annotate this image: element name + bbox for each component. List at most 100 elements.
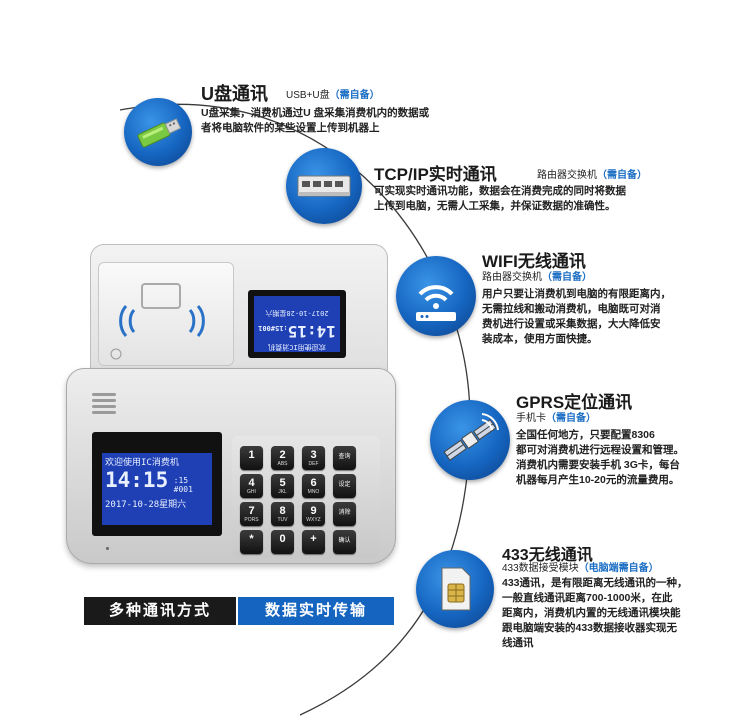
key-star[interactable]: * bbox=[240, 530, 263, 554]
feature-desc-gprs: 全国任何地方，只要配置8306 都可对消费机进行远程设置和管理。 消费机内需要安… bbox=[516, 428, 684, 488]
key-letters: MNO bbox=[307, 489, 320, 495]
key-label: 确认 bbox=[338, 538, 351, 544]
desc-line: U盘采集，消费机通过U 盘采集消费机内的数据或 bbox=[201, 107, 430, 119]
feature-desc-wifi: 用户只要让消费机到电脑的有限距离内， 无需拉线和搬动消费机，电脑既可对消 费机进… bbox=[482, 287, 671, 347]
rear-lcd-sec: :15 bbox=[275, 324, 288, 332]
satellite-icon bbox=[430, 400, 510, 480]
key-label: 查询 bbox=[338, 454, 351, 460]
key-number: 6 bbox=[310, 477, 317, 489]
key-number: 5 bbox=[279, 477, 286, 489]
key-0[interactable]: 0 bbox=[271, 530, 294, 554]
desc-line: 无需拉线和搬动消费机，电脑既可对消 bbox=[482, 303, 661, 315]
feature-subtitle-usb: USB+U盘（需自备） bbox=[286, 86, 380, 101]
key-number: 8 bbox=[279, 505, 286, 517]
rear-lcd-screen: 欢迎使用IC消费机 14:15:15#001 2017-10-28星期六 bbox=[254, 296, 340, 352]
rear-lcd-time: 14:15 bbox=[287, 322, 336, 341]
desc-line: 消费机内需要安装手机 3G卡，每台 bbox=[516, 459, 680, 471]
key-number: 3 bbox=[310, 449, 317, 461]
rear-lcd-line1: 欢迎使用IC消费机 bbox=[268, 343, 326, 351]
feature-subtitle-433: 433数据接受模块（电脑端需自备） bbox=[502, 559, 659, 574]
key-letters: GHI bbox=[247, 489, 256, 495]
key-label: 设定 bbox=[338, 482, 351, 488]
key-number: 1 bbox=[248, 449, 255, 461]
desc-line: 装成本，使用方面快捷。 bbox=[482, 333, 598, 345]
feature-desc-usb: U盘采集，消费机通过U 盘采集消费机内的数据或 者将电脑软件的某些设置上传到机器… bbox=[201, 106, 429, 136]
key-1[interactable]: 1 bbox=[240, 446, 263, 470]
feature-subtitle-gprs-main: 手机卡 bbox=[516, 413, 546, 424]
feature-title-gprs: GPRS定位通讯 bbox=[516, 393, 633, 412]
feature-subtitle-tcpip: 路由器交换机（需自备） bbox=[537, 166, 647, 181]
feature-subtitle-tcpip-main: 路由器交换机 bbox=[537, 170, 597, 181]
banner-left: 多种通讯方式 bbox=[84, 597, 236, 625]
feature-subtitle-wifi-main: 路由器交换机 bbox=[482, 272, 542, 283]
key-function[interactable]: 查询 bbox=[333, 446, 356, 470]
key-letters: WXYZ bbox=[306, 517, 321, 523]
desc-line: 可实现实时通讯功能，数据会在消费完成的同时将数据 bbox=[374, 185, 626, 197]
desc-line: 线通讯 bbox=[502, 637, 534, 649]
feature-subtitle-gprs-need: （需自备） bbox=[546, 413, 596, 424]
key-number: 2 bbox=[279, 449, 286, 461]
front-lcd-num: #001 bbox=[173, 484, 193, 494]
feature-desc-433: 433通讯，是有限距离无线通讯的一种， 一般直线通讯距离700-1000米，在此… bbox=[502, 576, 688, 651]
rear-lcd-num: #001 bbox=[258, 324, 276, 332]
feature-subtitle-wifi: 路由器交换机（需自备） bbox=[482, 268, 592, 283]
feature-subtitle-433-main: 433数据接受模块 bbox=[502, 563, 579, 574]
front-lcd-line1: 欢迎使用IC消费机 bbox=[105, 458, 179, 468]
desc-line: 上传到电脑，无需人工采集，并保证数据的准确性。 bbox=[374, 200, 616, 212]
feature-title-tcpip: TCP/IP实时通讯 bbox=[374, 165, 497, 184]
feature-subtitle-usb-main: USB+U盘 bbox=[286, 90, 330, 101]
front-lcd-screen: 欢迎使用IC消费机 14:15 :15#001 2017-10-28星期六 bbox=[102, 453, 212, 525]
key-number: 0 bbox=[279, 533, 286, 545]
usb-drive-icon bbox=[124, 98, 192, 166]
speaker-grille bbox=[92, 390, 116, 418]
front-lcd-sec: :15 bbox=[173, 475, 189, 485]
key-number: + bbox=[310, 533, 317, 545]
desc-line: 机器每月产生10-20元的流量费用。 bbox=[516, 474, 680, 486]
desc-line: 费机进行设置或采集数据，大大降低安 bbox=[482, 318, 661, 330]
feature-subtitle-tcpip-need: （需自备） bbox=[597, 170, 647, 181]
key-letters: ABS bbox=[277, 461, 288, 467]
indicator-led bbox=[106, 547, 109, 550]
sim-card-icon bbox=[416, 550, 494, 628]
key-number: 9 bbox=[310, 505, 317, 517]
rfid-card-icon bbox=[110, 283, 205, 360]
front-lcd-time: 14:15 bbox=[105, 468, 169, 492]
wifi-router-icon bbox=[396, 256, 476, 336]
feature-subtitle-wifi-need: （需自备） bbox=[542, 272, 592, 283]
key-function[interactable]: 设定 bbox=[333, 474, 356, 498]
feature-desc-tcpip: 可实现实时通讯功能，数据会在消费完成的同时将数据 上传到电脑，无需人工采集，并保… bbox=[374, 184, 626, 214]
feature-title-wifi: WIFI无线通讯 bbox=[482, 252, 586, 271]
key-letters: DEF bbox=[308, 461, 319, 467]
desc-line: 距离内，消费机内置的无线通讯模块能 bbox=[502, 607, 681, 619]
key-number: 7 bbox=[248, 505, 255, 517]
feature-title-433: 433无线通讯 bbox=[502, 547, 593, 564]
desc-line: 都可对消费机进行远程设置和管理。 bbox=[516, 444, 684, 456]
key-number: * bbox=[249, 533, 254, 545]
desc-line: 433通讯，是有限距离无线通讯的一种， bbox=[502, 577, 688, 589]
feature-subtitle-gprs: 手机卡（需自备） bbox=[516, 409, 596, 424]
desc-line: 者将电脑软件的某些设置上传到机器上 bbox=[201, 122, 380, 134]
key-label: 消除 bbox=[338, 510, 351, 516]
desc-line: 一般直线通讯距离700-1000米，在此 bbox=[502, 592, 673, 604]
feature-subtitle-usb-need: （需自备） bbox=[329, 90, 380, 101]
banner-right: 数据实时传输 bbox=[238, 597, 394, 625]
desc-line: 全国任何地方，只要配置8306 bbox=[516, 429, 655, 441]
key-letters: TUV bbox=[277, 517, 288, 523]
key-number: 4 bbox=[248, 477, 255, 489]
desc-line: 跟电脑端安装的433数据接收器实现无 bbox=[502, 622, 678, 634]
feature-title-usb: U盘通讯 bbox=[201, 84, 268, 104]
rear-lcd-date: 2017-10-28星期六 bbox=[265, 309, 329, 317]
key-function[interactable]: 消除 bbox=[333, 502, 356, 526]
key-letters: JKL bbox=[278, 489, 287, 495]
key-function[interactable]: 确认 bbox=[333, 530, 356, 554]
key-plus[interactable]: + bbox=[302, 530, 325, 554]
